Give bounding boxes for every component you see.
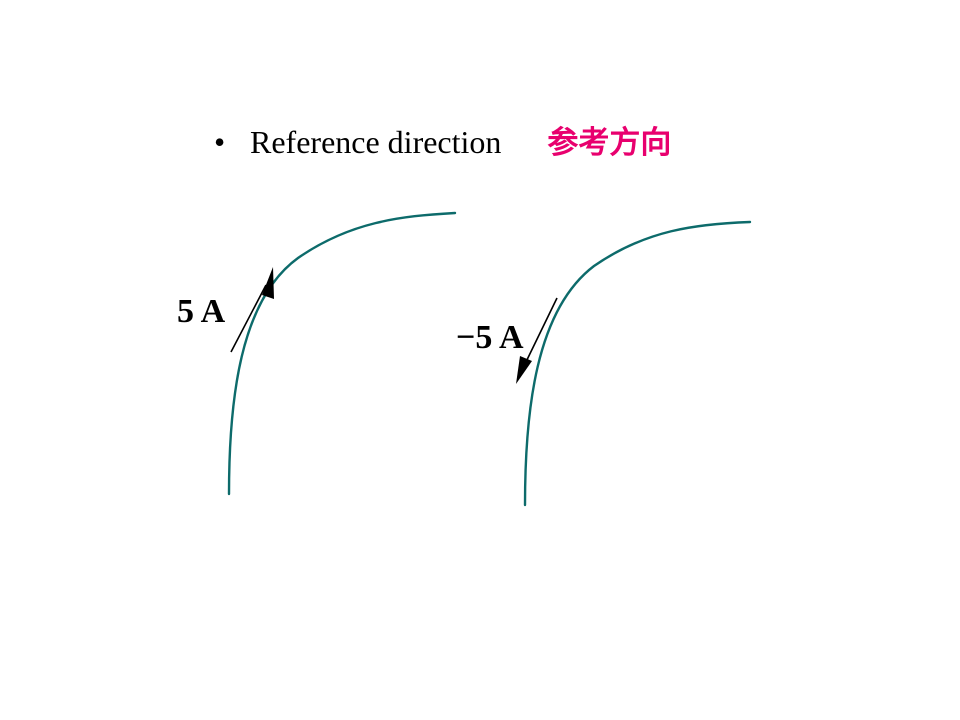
left-wire-curve xyxy=(227,211,457,496)
title-bullet-line: • Reference direction 参考方向 xyxy=(214,118,671,167)
right-current-label: −5 A xyxy=(456,319,524,356)
left-current-arrowhead xyxy=(262,267,274,299)
title-chinese-text: 参考方向 xyxy=(547,125,672,161)
left-current-arrow-shaft xyxy=(230,284,267,353)
title-text: Reference direction xyxy=(250,124,502,160)
right-current-arrow-shaft xyxy=(523,297,558,367)
right-current-arrowhead xyxy=(516,356,532,384)
left-current-label: 5 A xyxy=(177,293,226,330)
bullet-symbol: • xyxy=(214,124,226,160)
right-wire-curve xyxy=(523,220,752,507)
